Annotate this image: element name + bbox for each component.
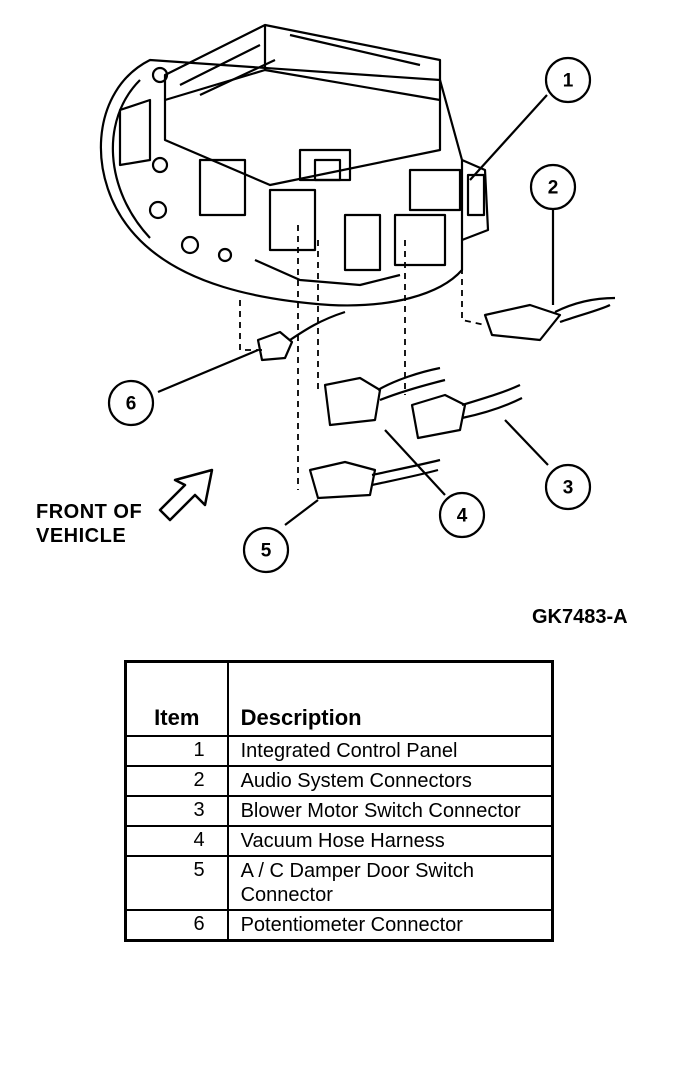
callout-5: 5: [261, 541, 272, 562]
table-row: 4 Vacuum Hose Harness: [124, 825, 554, 857]
legend-item-number: 3: [124, 795, 229, 827]
legend-item-number: 5: [124, 855, 229, 911]
front-arrow: [158, 468, 214, 522]
figure-code: GK7483-A: [532, 606, 628, 628]
legend-item-description: Integrated Control Panel: [226, 735, 554, 767]
connector-2-shape: [483, 303, 562, 342]
legend-item-description: Blower Motor Switch Connector: [226, 795, 554, 827]
table-row: 5 A / C Damper Door Switch Connector: [124, 855, 554, 911]
front-label-line2: VEHICLE: [36, 525, 127, 547]
table-row: 6 Potentiometer Connector: [124, 909, 554, 942]
callout-3: 3: [563, 478, 574, 499]
front-label-line1: FRONT OF: [36, 501, 143, 523]
legend-item-number: 1: [124, 735, 229, 767]
legend-item-description: Audio System Connectors: [226, 765, 554, 797]
callout-1: 1: [563, 71, 574, 92]
connector-4-shape: [323, 376, 382, 427]
legend-header-description: Description: [226, 660, 554, 737]
table-row: 1 Integrated Control Panel: [124, 735, 554, 767]
legend-header-row: Item Description: [124, 660, 554, 737]
callout-6: 6: [126, 394, 137, 415]
table-row: 3 Blower Motor Switch Connector: [124, 795, 554, 827]
exploded-view-diagram: 1 2 3 4 5 6: [99, 23, 616, 574]
callout-4: 4: [457, 506, 468, 527]
legend-item-number: 6: [124, 909, 229, 942]
legend-item-description: Potentiometer Connector: [226, 909, 554, 942]
connector-3-shape: [410, 393, 467, 440]
legend-item-number: 2: [124, 765, 229, 797]
front-of-vehicle-label: FRONT OF VEHICLE: [36, 500, 142, 548]
connector-5-shape: [308, 460, 377, 500]
legend-item-number: 4: [124, 825, 229, 857]
table-row: 2 Audio System Connectors: [124, 765, 554, 797]
legend-item-description: Vacuum Hose Harness: [226, 825, 554, 857]
legend-item-description: A / C Damper Door Switch Connector: [226, 855, 554, 911]
legend-header-item: Item: [124, 660, 229, 737]
control-panel-base: [99, 58, 464, 307]
callout-2: 2: [548, 178, 559, 199]
connector-6-shape: [256, 330, 294, 362]
legend-table: Item Description 1 Integrated Control Pa…: [124, 660, 554, 942]
